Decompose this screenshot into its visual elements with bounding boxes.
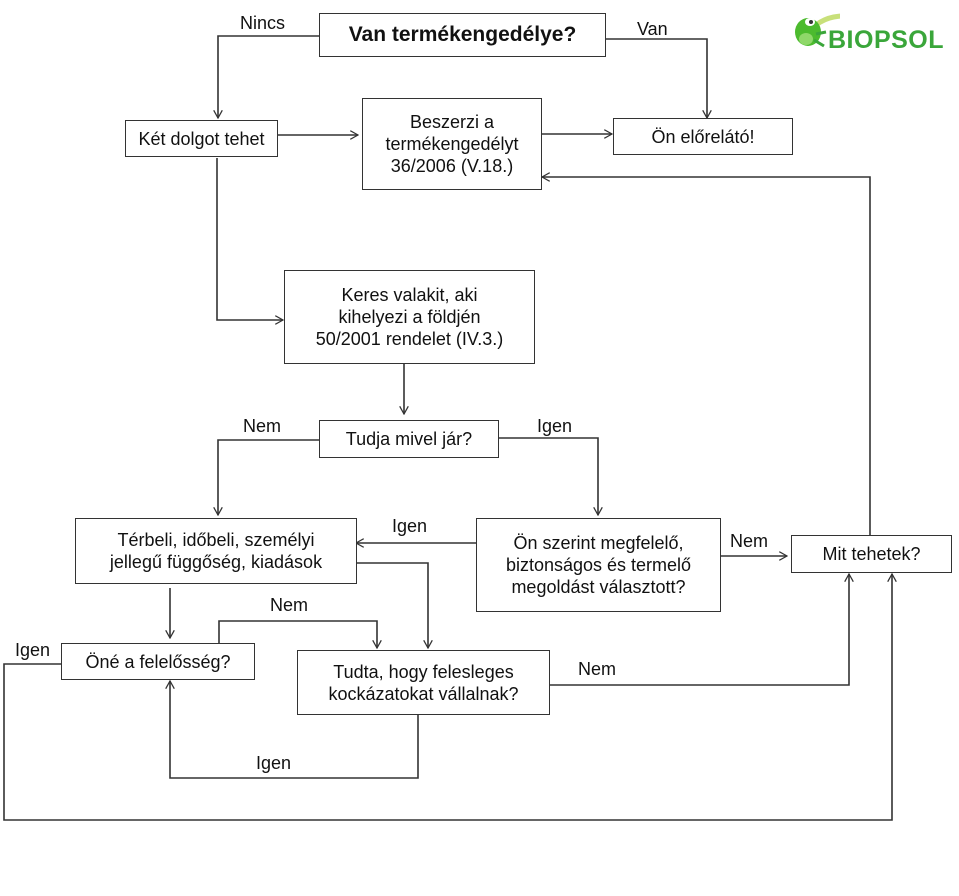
node-dependency: Térbeli, időbeli, személyi jellegű függő…: [75, 518, 357, 584]
label-nem-responsibility: Nem: [270, 595, 309, 615]
label-igen-solution: Igen: [392, 516, 428, 536]
edge-resp-igen: [3, 574, 892, 821]
node-right-solution: Ön szerint megfelelő, biztonságos és ter…: [476, 518, 721, 612]
node-your-responsibility: Öné a felelősség?: [61, 643, 255, 680]
label-nem-solution: Nem: [730, 531, 769, 551]
node-knew-unnecessary-risk: Tudta, hogy felesleges kockázatokat váll…: [297, 650, 550, 715]
label-van: Van: [637, 19, 668, 39]
label-igen-knew: Igen: [256, 753, 292, 773]
edge-resp-nem: [218, 620, 377, 648]
edge-two-to-find: [216, 158, 283, 320]
label-igen-responsibility: Igen: [15, 640, 51, 660]
label-nem-knew: Nem: [578, 659, 617, 679]
edge-knows-nem: [218, 439, 319, 515]
edge-knew-nem: [550, 574, 849, 686]
frog-icon: [795, 13, 840, 48]
node-knows-risk: Tudja mivel jár?: [319, 420, 499, 458]
label-nincs: Nincs: [240, 13, 286, 33]
logo-text: BIOPSOL: [828, 26, 945, 54]
edge-whatcan-to-obtain: [542, 177, 871, 545]
edge-dependency-to-knew: [356, 562, 428, 648]
biopsol-logo: BIOPSOL: [792, 6, 952, 60]
edge-start-van: [605, 38, 707, 118]
edge-knows-igen: [498, 437, 598, 515]
node-what-can-i-do: Mit tehetek?: [791, 535, 952, 573]
node-obtain-license: Beszerzi a termékengedélyt 36/2006 (V.18…: [362, 98, 542, 190]
node-find-someone: Keres valakit, aki kihelyezi a földjén 5…: [284, 270, 535, 364]
label-igen-knows: Igen: [537, 416, 573, 436]
node-two-options: Két dolgot tehet: [125, 120, 278, 157]
edge-start-nincs: [218, 35, 319, 118]
node-start: Van termékengedélye?: [319, 13, 606, 57]
label-nem-knows: Nem: [243, 416, 282, 436]
edge-knew-igen: [170, 681, 419, 779]
node-foresighted: Ön előrelátó!: [613, 118, 793, 155]
